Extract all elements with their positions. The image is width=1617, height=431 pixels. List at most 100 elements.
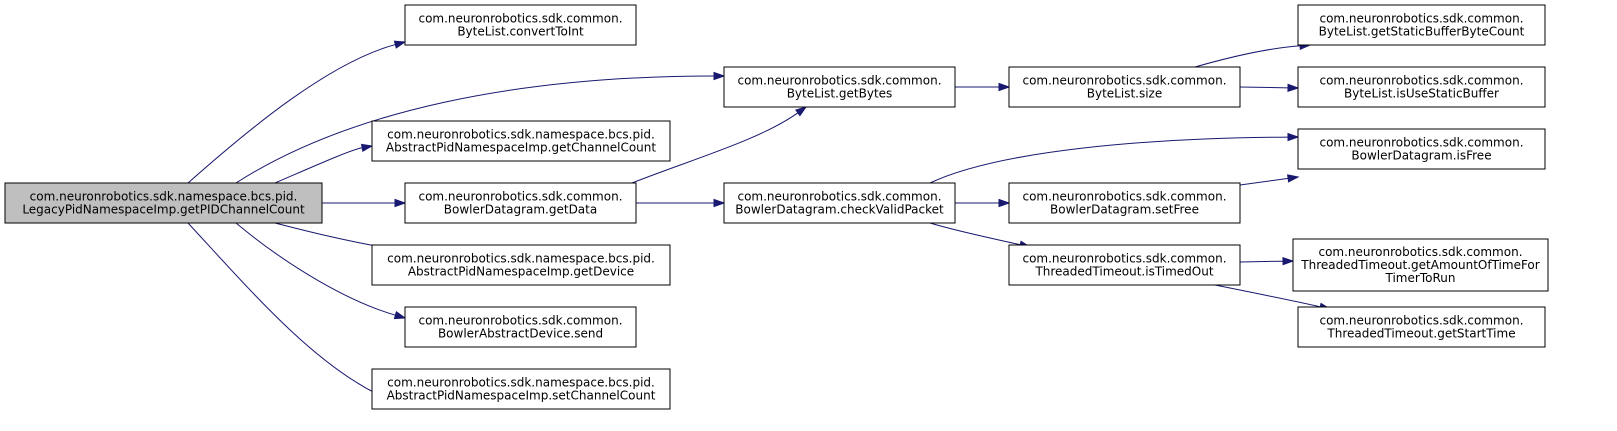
node-isFree[interactable]: com.neuronrobotics.sdk.common.BowlerData… xyxy=(1297,128,1546,170)
arrow-head-icon xyxy=(394,198,407,208)
nodes-layer: com.neuronrobotics.sdk.namespace.bcs.pid… xyxy=(4,4,1549,410)
node-label-line: ByteList.size xyxy=(1087,87,1162,101)
node-getChannelCount[interactable]: com.neuronrobotics.sdk.namespace.bcs.pid… xyxy=(371,120,671,162)
node-label-line: com.neuronrobotics.sdk.namespace.bcs.pid… xyxy=(387,376,655,390)
edge-line xyxy=(187,44,396,184)
edge-root-to-setChannelCount xyxy=(187,222,387,399)
edge-line xyxy=(929,222,1021,246)
edge-line xyxy=(1239,260,1284,263)
edge-line xyxy=(1239,86,1289,89)
edge-line xyxy=(929,136,1289,184)
node-label-line: BowlerDatagram.checkValidPacket xyxy=(735,203,944,217)
node-label-line: ByteList.getBytes xyxy=(787,87,893,101)
node-getStaticBufferByteCount[interactable]: com.neuronrobotics.sdk.common.ByteList.g… xyxy=(1297,4,1546,46)
node-label-line: com.neuronrobotics.sdk.common. xyxy=(1319,136,1523,150)
arrow-head-icon xyxy=(713,198,726,208)
node-box xyxy=(404,182,637,224)
node-box xyxy=(1008,182,1241,224)
edge-line xyxy=(187,222,377,394)
edge-getData-to-getBytes xyxy=(631,106,808,184)
node-label-line: BowlerDatagram.isFree xyxy=(1351,149,1491,163)
edge-getData-to-checkValidPacket xyxy=(636,198,726,208)
node-checkValidPacket[interactable]: com.neuronrobotics.sdk.common.BowlerData… xyxy=(723,182,956,224)
edge-line xyxy=(274,147,363,184)
node-label-line: LegacyPidNamespaceImp.getPIDChannelCount xyxy=(22,203,305,217)
node-getAmountOfTimeForTimerToRun[interactable]: com.neuronrobotics.sdk.common.ThreadedTi… xyxy=(1292,238,1549,292)
node-box xyxy=(1297,66,1546,108)
edge-root-to-getChannelCount xyxy=(274,143,374,184)
node-label-line: ByteList.isUseStaticBuffer xyxy=(1344,87,1499,101)
edge-line xyxy=(1239,177,1289,186)
node-getData[interactable]: com.neuronrobotics.sdk.common.BowlerData… xyxy=(404,182,637,224)
node-label-line: com.neuronrobotics.sdk.common. xyxy=(737,74,941,88)
arrow-head-icon xyxy=(1287,174,1300,183)
node-setFree[interactable]: com.neuronrobotics.sdk.common.BowlerData… xyxy=(1008,182,1241,224)
edge-checkValidPacket-to-setFree xyxy=(955,198,1011,208)
node-label-line: com.neuronrobotics.sdk.common. xyxy=(418,12,622,26)
node-label-line: com.neuronrobotics.sdk.common. xyxy=(1022,190,1226,204)
node-size[interactable]: com.neuronrobotics.sdk.common.ByteList.s… xyxy=(1008,66,1241,108)
arrow-head-icon xyxy=(1287,83,1300,93)
edge-root-to-getBytes xyxy=(235,71,726,184)
node-label-line: com.neuronrobotics.sdk.common. xyxy=(1319,12,1523,26)
arrow-head-icon xyxy=(713,71,726,81)
node-label-line: BowlerDatagram.getData xyxy=(444,203,597,217)
edge-checkValidPacket-to-isFree xyxy=(929,132,1300,184)
edge-root-to-convertToInt xyxy=(187,40,407,184)
edge-line xyxy=(235,222,396,316)
node-label-line: com.neuronrobotics.sdk.common. xyxy=(418,190,622,204)
node-box xyxy=(723,66,956,108)
edge-root-to-send xyxy=(235,222,407,320)
node-getStartTime[interactable]: com.neuronrobotics.sdk.common.ThreadedTi… xyxy=(1297,306,1546,348)
edge-isTimedOut-to-getAmountOfTimeForTimerToRun xyxy=(1239,256,1295,266)
arrow-head-icon xyxy=(360,143,374,153)
node-isTimedOut[interactable]: com.neuronrobotics.sdk.common.ThreadedTi… xyxy=(1008,244,1241,286)
node-box xyxy=(4,182,323,224)
node-label-line: ThreadedTimeout.getStartTime xyxy=(1326,327,1515,341)
node-getDevice[interactable]: com.neuronrobotics.sdk.namespace.bcs.pid… xyxy=(371,244,671,286)
node-label-line: com.neuronrobotics.sdk.namespace.bcs.pid… xyxy=(387,252,655,266)
node-box xyxy=(1297,4,1546,46)
node-label-line: com.neuronrobotics.sdk.namespace.bcs.pid… xyxy=(387,128,655,142)
edge-line xyxy=(1214,284,1321,308)
node-send[interactable]: com.neuronrobotics.sdk.common.BowlerAbst… xyxy=(404,306,637,348)
node-convertToInt[interactable]: com.neuronrobotics.sdk.common.ByteList.c… xyxy=(404,4,637,46)
node-box xyxy=(1292,238,1549,292)
node-label-line: com.neuronrobotics.sdk.common. xyxy=(418,314,622,328)
arrow-head-icon xyxy=(998,198,1011,208)
arrow-head-icon xyxy=(1282,256,1295,266)
node-box xyxy=(1008,244,1241,286)
node-label-line: com.neuronrobotics.sdk.common. xyxy=(737,190,941,204)
node-label-line: ThreadedTimeout.isTimedOut xyxy=(1034,265,1213,279)
node-box xyxy=(1008,66,1241,108)
arrow-head-icon xyxy=(1287,132,1300,142)
node-getBytes[interactable]: com.neuronrobotics.sdk.common.ByteList.g… xyxy=(723,66,956,108)
node-label-line: com.neuronrobotics.sdk.common. xyxy=(1318,245,1522,259)
edge-line xyxy=(235,75,715,184)
node-label-line: AbstractPidNamespaceImp.getDevice xyxy=(408,265,634,279)
arrow-head-icon xyxy=(393,311,407,320)
edge-size-to-getStaticBufferByteCount xyxy=(1194,41,1312,68)
node-box xyxy=(723,182,956,224)
node-label-line: com.neuronrobotics.sdk.common. xyxy=(1319,314,1523,328)
node-label-line: ByteList.convertToInt xyxy=(457,25,584,39)
node-label-line: TimerToRun xyxy=(1385,271,1456,285)
node-label-line: ThreadedTimeout.getAmountOfTimeFor xyxy=(1300,258,1540,272)
node-label-line: AbstractPidNamespaceImp.getChannelCount xyxy=(386,141,656,155)
edge-root-to-getData xyxy=(317,198,407,208)
edge-setFree-to-isFree xyxy=(1239,174,1300,186)
node-box xyxy=(371,368,671,410)
node-root[interactable]: com.neuronrobotics.sdk.namespace.bcs.pid… xyxy=(4,182,323,224)
node-label-line: BowlerAbstractDevice.send xyxy=(438,327,603,341)
node-box xyxy=(371,244,671,286)
node-label-line: com.neuronrobotics.sdk.common. xyxy=(1022,74,1226,88)
node-label-line: com.neuronrobotics.sdk.common. xyxy=(1319,74,1523,88)
node-label-line: com.neuronrobotics.sdk.common. xyxy=(1022,252,1226,266)
node-box xyxy=(371,120,671,162)
arrow-head-icon xyxy=(998,82,1011,92)
node-isUseStaticBuffer[interactable]: com.neuronrobotics.sdk.common.ByteList.i… xyxy=(1297,66,1546,108)
node-label-line: BowlerDatagram.setFree xyxy=(1050,203,1199,217)
edge-size-to-isUseStaticBuffer xyxy=(1239,83,1300,93)
node-setChannelCount[interactable]: com.neuronrobotics.sdk.namespace.bcs.pid… xyxy=(371,368,671,410)
